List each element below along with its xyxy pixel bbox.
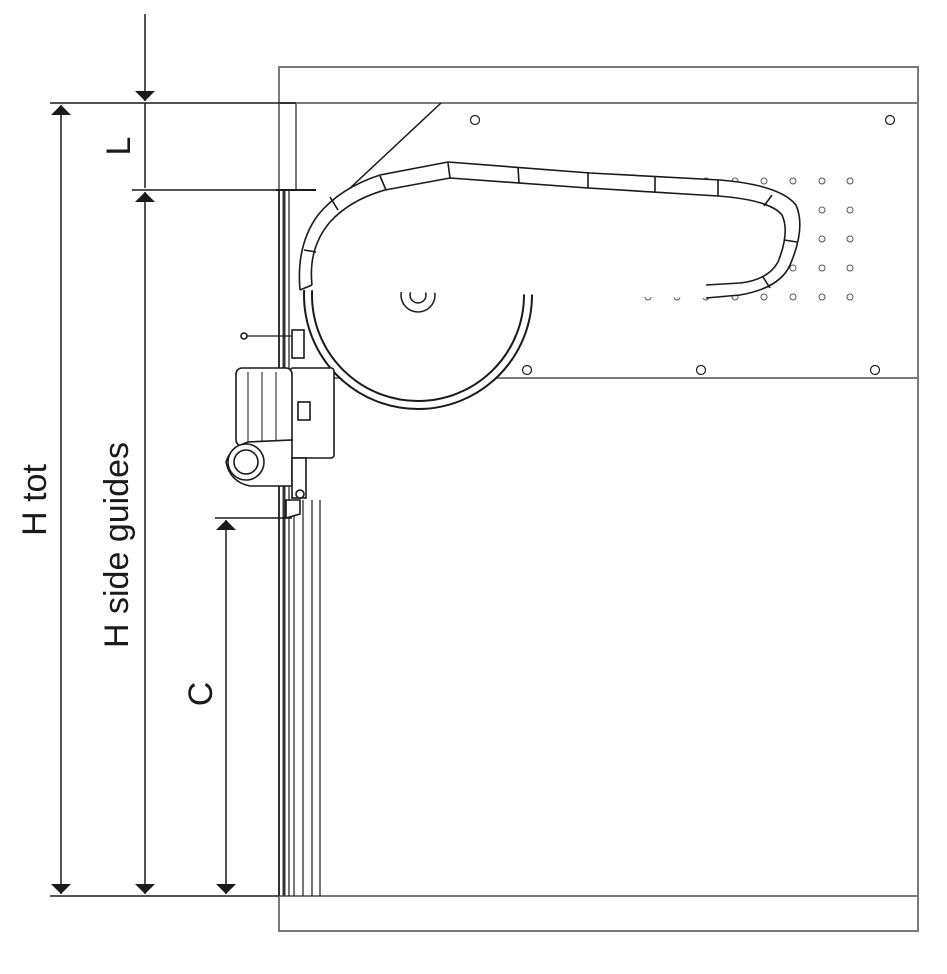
slat-joint [517, 166, 520, 184]
motor-end-cap-inner [233, 449, 259, 475]
perforation-hole [789, 177, 797, 185]
perforation-hole [760, 177, 768, 185]
slat-joint [783, 239, 798, 243]
lock-housing [289, 367, 335, 459]
bottom-seal [285, 499, 301, 520]
perforation-hole [846, 206, 854, 214]
head-box-bottom [308, 103, 919, 379]
slat-joint [763, 194, 773, 207]
dimension-labels: H tot H side guides C L [16, 137, 220, 707]
perforation-hole [818, 235, 826, 243]
perforation-hole [789, 264, 797, 272]
lock-slot [297, 401, 311, 421]
hole [521, 364, 533, 376]
side-guides [276, 189, 321, 896]
perforation-hole [760, 293, 768, 301]
curtain-inner-path [310, 177, 786, 286]
curtain-chain [298, 161, 801, 299]
slat-joint [762, 276, 771, 289]
bottom-bar-assembly [225, 329, 335, 520]
label-l: L [100, 137, 138, 156]
pin [240, 332, 248, 340]
hole [695, 364, 707, 376]
motor-body [235, 367, 293, 447]
perforation-hole [846, 177, 854, 185]
head-box [295, 102, 919, 379]
slat-joint [329, 196, 339, 211]
fixing-holes [469, 114, 896, 376]
perforation-hole [789, 293, 797, 301]
slat-joint [447, 162, 451, 179]
perforation-hole [846, 235, 854, 243]
guide-bracket [291, 329, 305, 359]
dimension-lines [50, 14, 296, 897]
perforation-hole [846, 264, 854, 272]
slat-joint [303, 249, 317, 253]
perforation-hole [846, 293, 854, 301]
perforation-hole [818, 293, 826, 301]
deflector-line [347, 102, 442, 191]
perforation-hole [818, 206, 826, 214]
perforation-hole [818, 264, 826, 272]
bracket-bolt [295, 489, 305, 499]
hole [884, 114, 896, 126]
perforation-hole [818, 177, 826, 185]
hole [469, 114, 481, 126]
slat-joint [379, 175, 387, 191]
label-h-tot: H tot [16, 464, 54, 536]
label-c: C [182, 682, 220, 707]
hole [869, 364, 881, 376]
label-h-side-guides: H side guides [98, 442, 136, 648]
slat-joint [299, 284, 313, 291]
